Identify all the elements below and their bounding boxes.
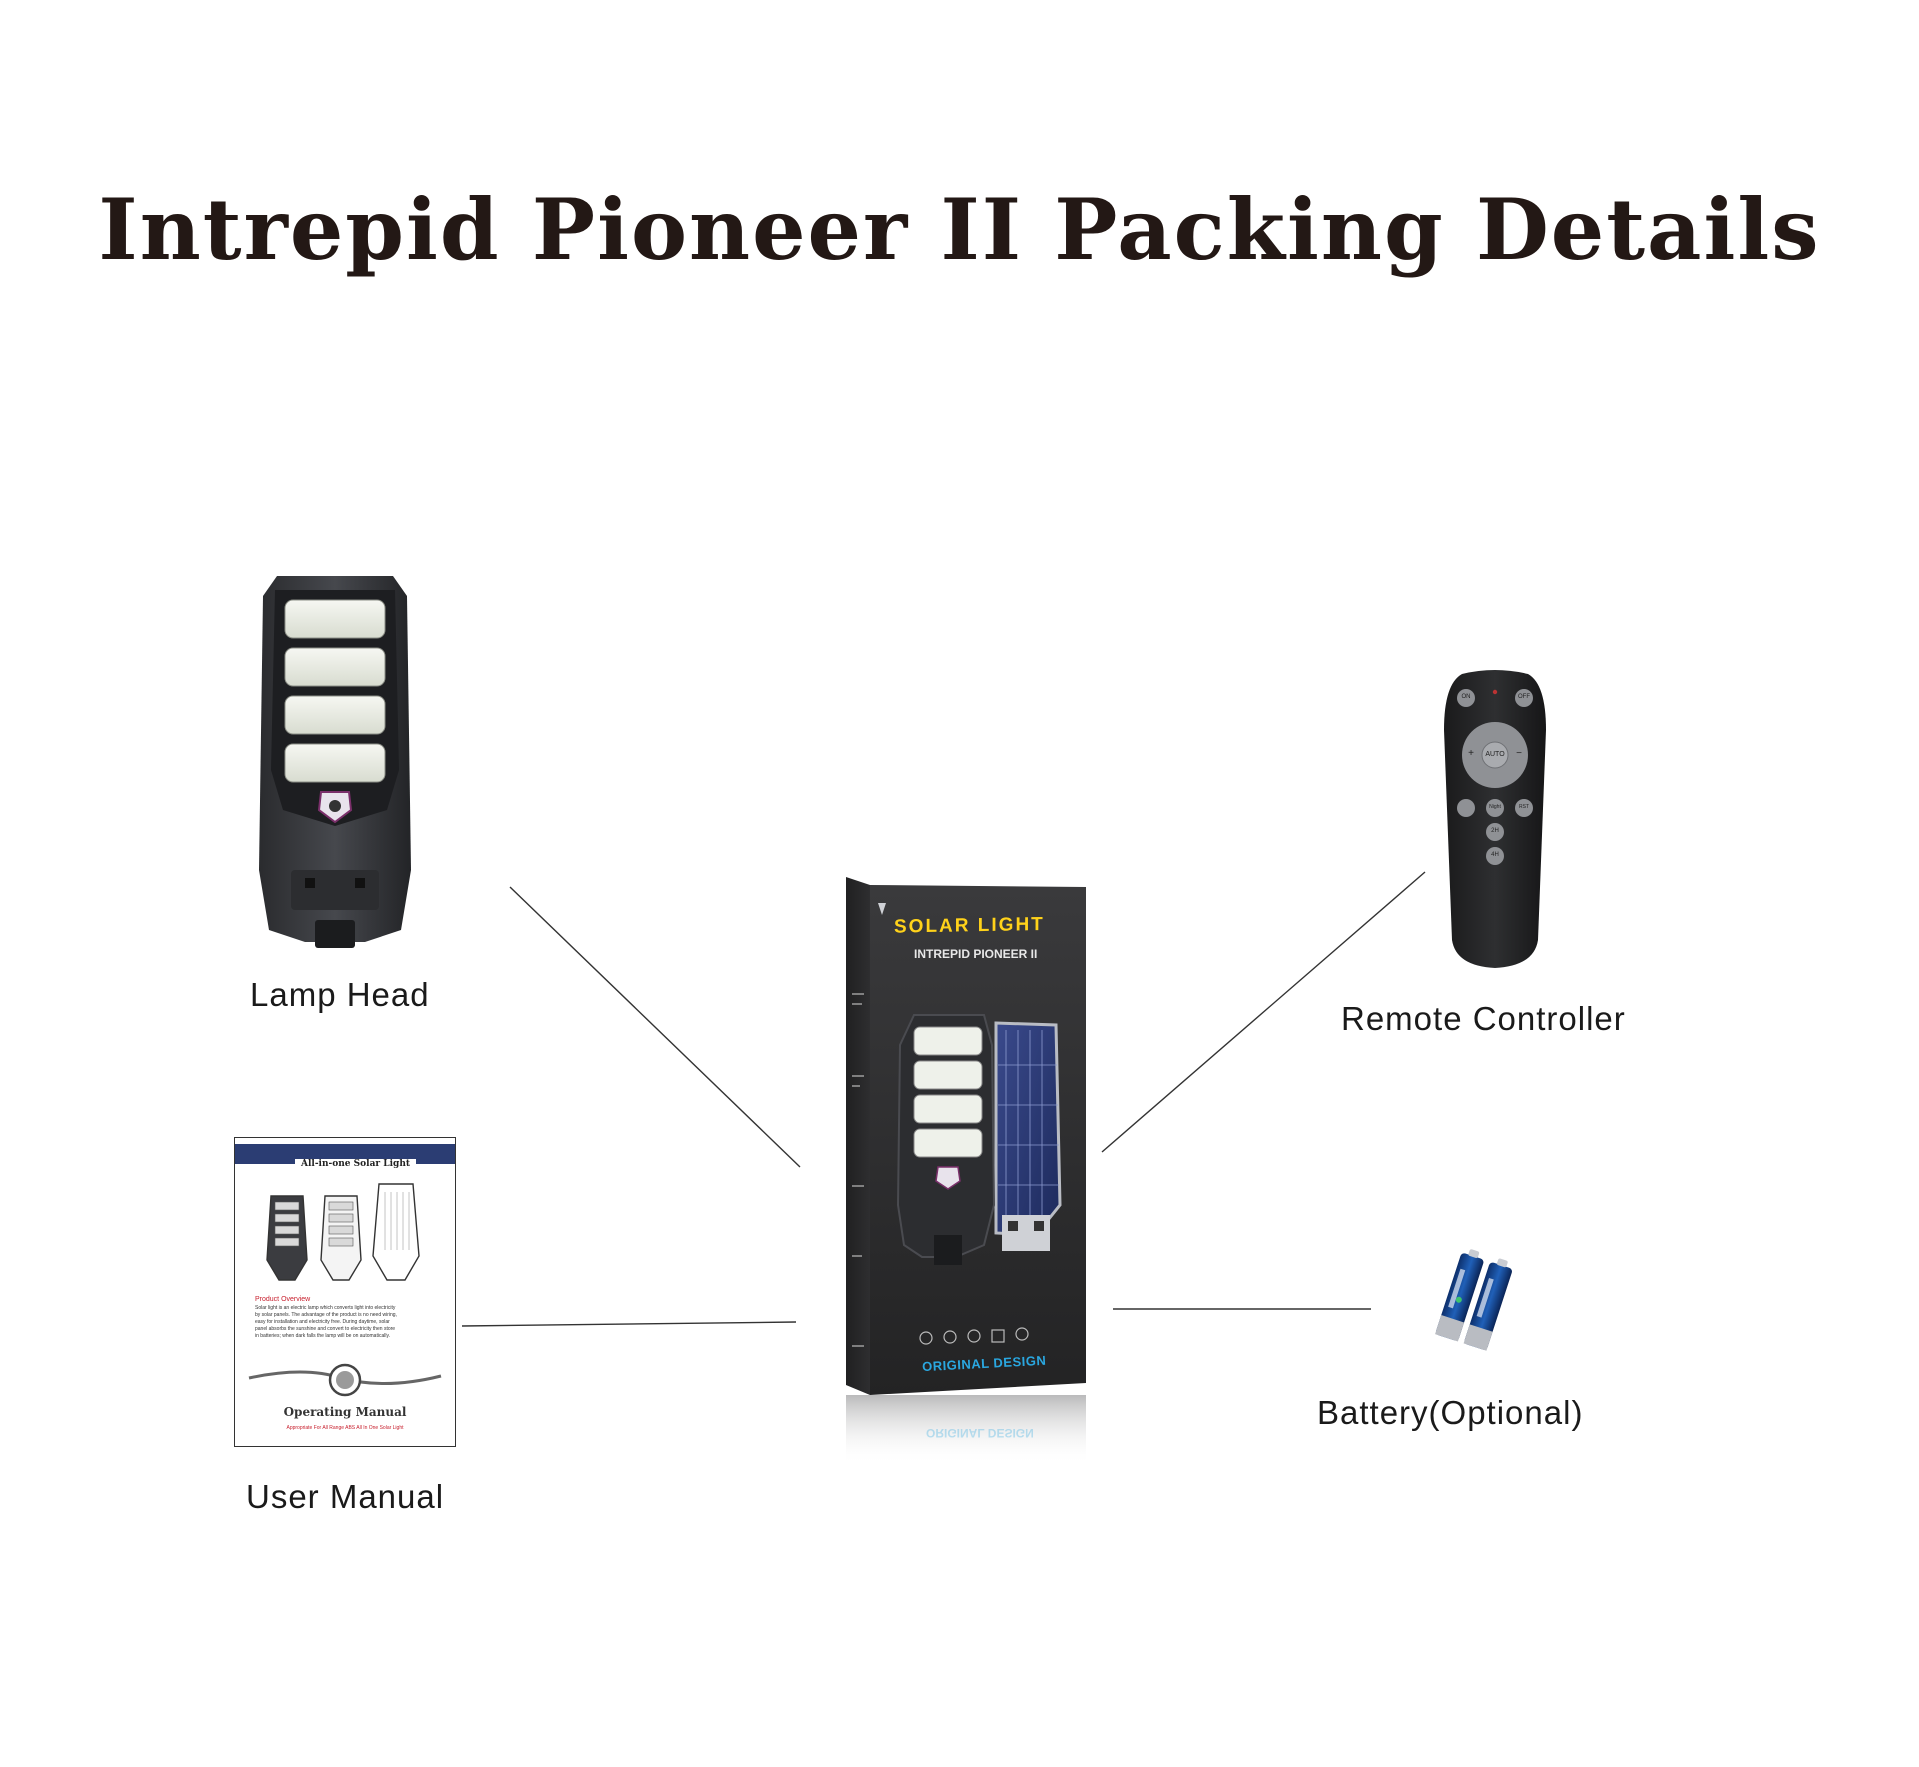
box-lamp-render <box>896 1014 996 1265</box>
lamp-head-label: Lamp Head <box>250 976 430 1013</box>
box-model-line: INTREPID PIONEER II <box>914 947 1038 961</box>
battery-image <box>1435 1249 1512 1351</box>
remote-2h-button: 2H <box>1491 828 1499 834</box>
remote-controller-image: ON OFF AUTO + − Night RST 2H 4H <box>1442 670 1548 970</box>
battery-label: Battery(Optional) <box>1317 1394 1584 1431</box>
manual-title: Operating Manual <box>283 1405 407 1419</box>
connector-lamp-head <box>509 886 801 1168</box>
led-panels <box>284 599 386 783</box>
box-feature-icons <box>919 1327 1029 1345</box>
remote-on-button: ON <box>1461 694 1471 700</box>
manual-header: All-in-one Solar Light <box>295 1159 417 1169</box>
remote-controller-label: Remote Controller <box>1341 1000 1626 1037</box>
package-box-image: ORIGINAL DESIGN SOLAR LIGHT INTREPID PIO… <box>846 875 1086 1465</box>
remote-plus-button: + <box>1468 748 1474 759</box>
connector-manual <box>461 1321 797 1327</box>
box-brand-line: SOLAR LIGHT <box>894 913 1045 938</box>
connector-remote <box>1101 871 1426 1153</box>
user-manual-label: User Manual <box>246 1478 445 1515</box>
remote-night-button: Night <box>1489 804 1501 810</box>
remote-auto-button: AUTO <box>1485 751 1505 758</box>
page-title: Intrepid Pioneer II Packing Details <box>98 180 1821 279</box>
manual-section-heading: Product Overview <box>255 1296 311 1303</box>
remote-off-button: OFF <box>1518 694 1530 700</box>
manual-subtitle: Appropriate For All Range ABS All In One… <box>286 1425 404 1431</box>
box-reflection-text: ORIGINAL DESIGN <box>926 1426 1034 1440</box>
box-solar-panel <box>994 1021 1062 1251</box>
lamp-head-image <box>259 576 411 948</box>
remote-reset-button: RST <box>1519 804 1529 810</box>
remote-4h-button: 4H <box>1491 852 1499 858</box>
manual-swoosh-graphic <box>248 1363 442 1397</box>
manual-body-text: Solar light is an electric lamp which co… <box>255 1305 397 1339</box>
remote-minus-button: − <box>1516 748 1522 759</box>
bull-logo-badge <box>317 791 353 824</box>
user-manual-image: All-in-one Solar Light Product Overview … <box>234 1137 456 1447</box>
